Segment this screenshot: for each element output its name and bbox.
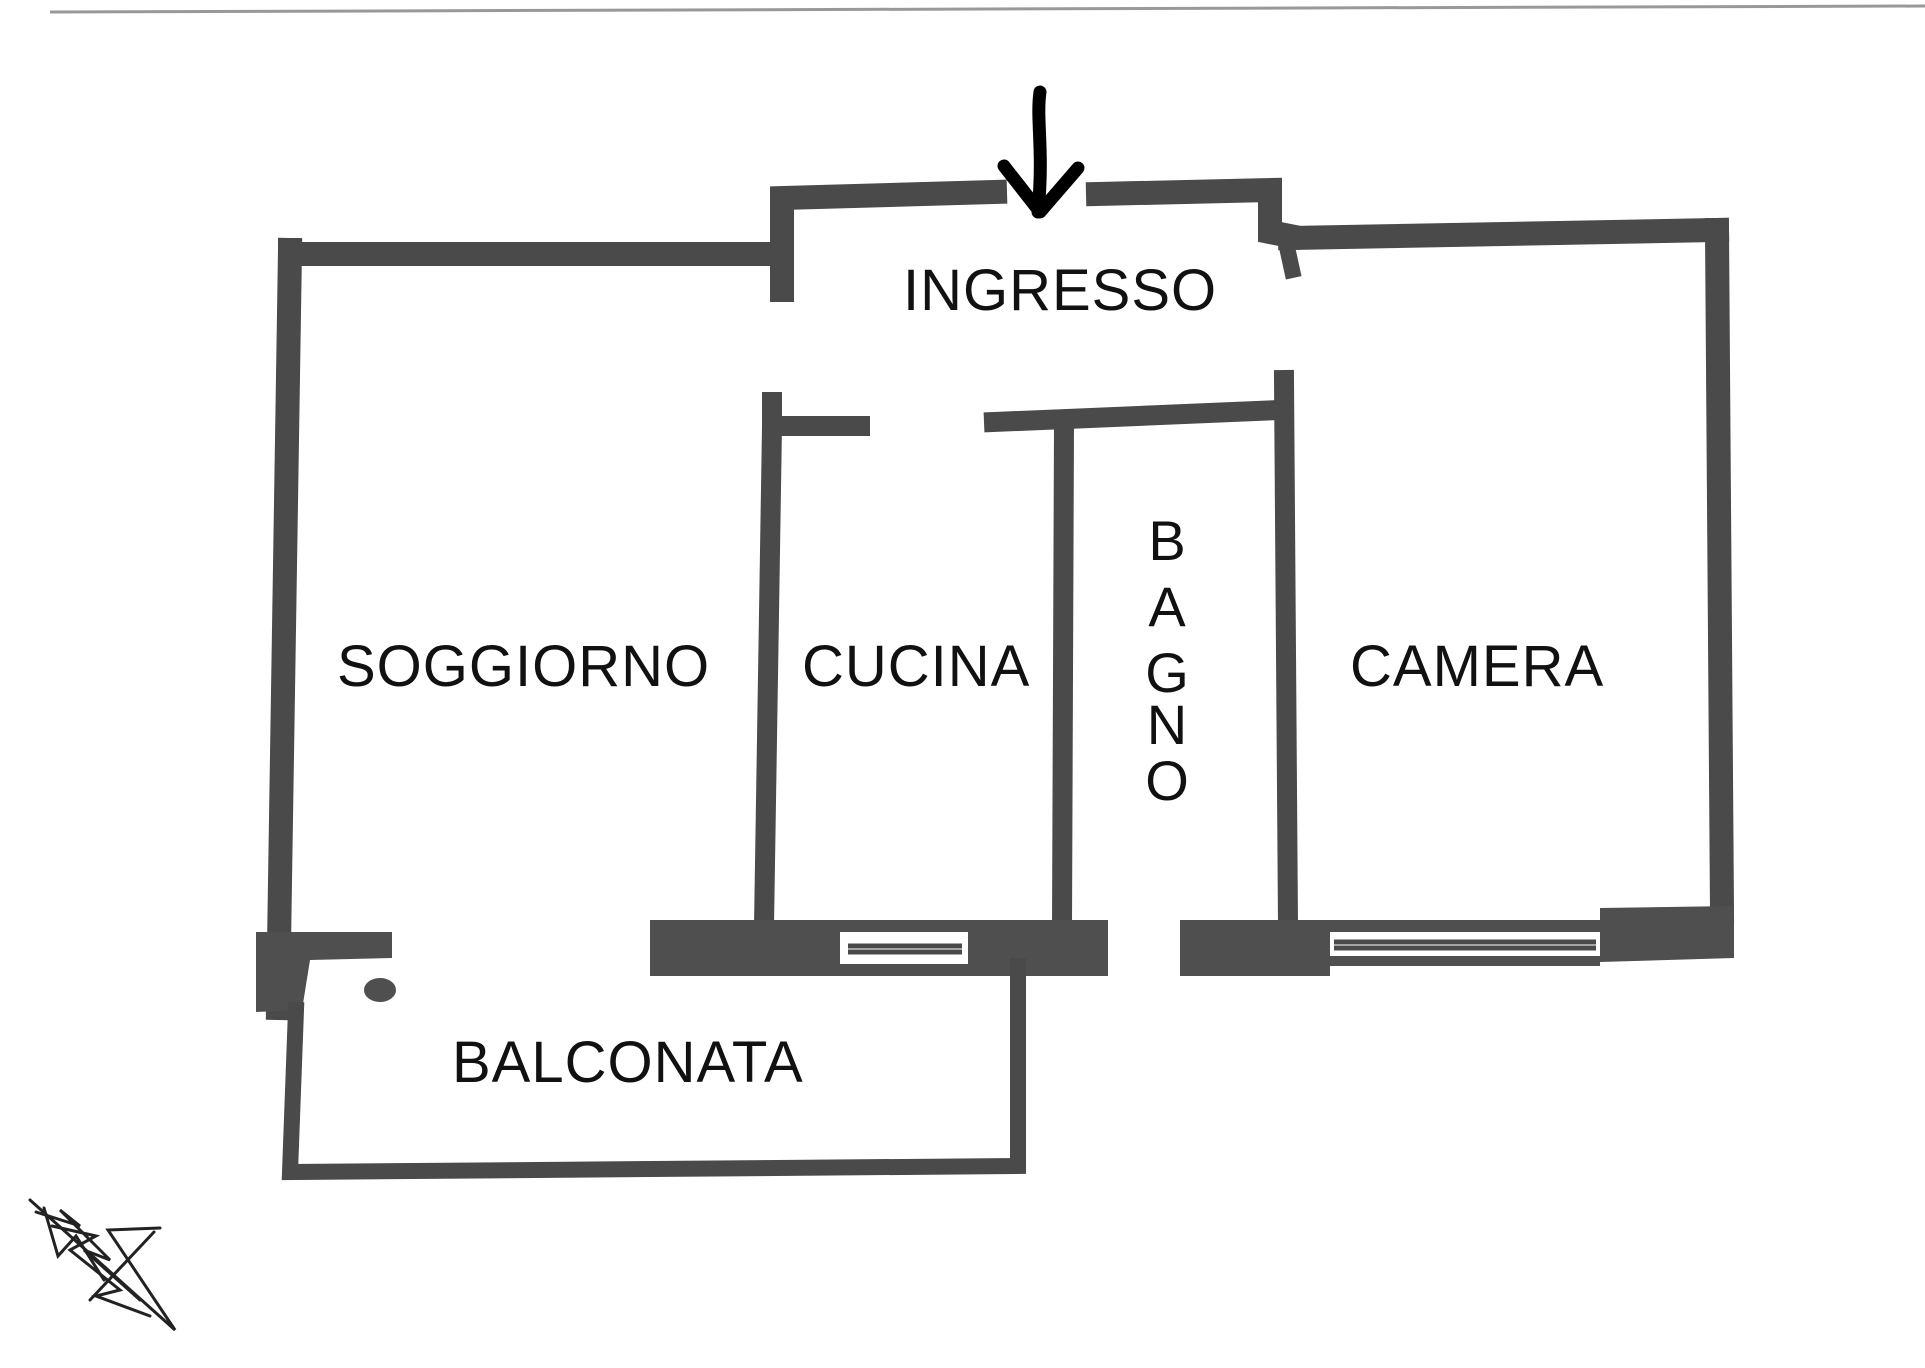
room-label-balconata: BALCONATA bbox=[452, 1030, 804, 1095]
bottom-wall bbox=[256, 906, 1734, 1012]
bagno-letter: O bbox=[1145, 749, 1189, 812]
ingresso-right-jamb bbox=[1275, 228, 1302, 280]
room-label-soggiorno: SOGGIORNO bbox=[337, 634, 710, 699]
bagno-letter: N bbox=[1147, 693, 1187, 756]
room-label-bagno: B A G N O bbox=[1145, 509, 1189, 812]
room-label-camera: CAMERA bbox=[1350, 634, 1604, 699]
page-top-border bbox=[49, 4, 1925, 14]
bagno-letter: G bbox=[1145, 641, 1189, 704]
room-label-cucina: CUCINA bbox=[802, 634, 1030, 699]
arrow-down-icon bbox=[997, 85, 1085, 219]
bagno-letter: B bbox=[1148, 509, 1185, 572]
interior-walls bbox=[753, 369, 1299, 937]
outer-walls bbox=[265, 177, 1735, 1021]
balconata-walls bbox=[281, 958, 1026, 1181]
signature-scribble bbox=[28, 1198, 177, 1332]
bagno-letter: A bbox=[1148, 575, 1186, 638]
room-label-ingresso: INGRESSO bbox=[903, 258, 1217, 323]
